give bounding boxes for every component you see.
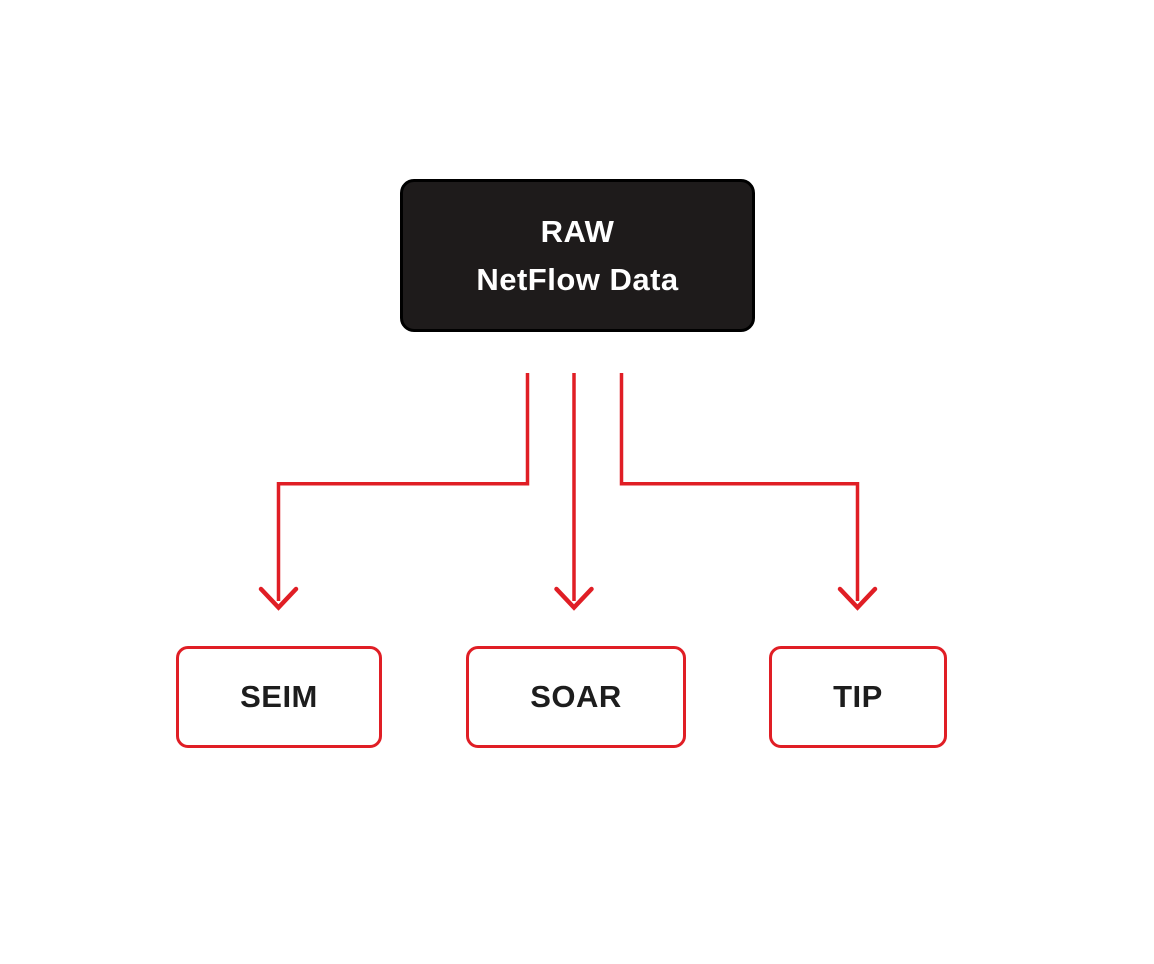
- seim-node-label: SEIM: [240, 679, 318, 714]
- arrow-root-to-tip: [619, 373, 878, 611]
- node-raw-netflow-data: RAW NetFlow Data: [400, 179, 755, 332]
- tip-node-label: TIP: [833, 679, 883, 714]
- arrow-root-to-seim: [258, 373, 530, 611]
- node-soar: SOAR: [466, 646, 686, 748]
- arrow-root-to-soar: [554, 373, 594, 611]
- node-seim: SEIM: [176, 646, 382, 748]
- node-tip: TIP: [769, 646, 947, 748]
- root-node-label-line1: RAW: [540, 213, 615, 249]
- soar-node-label: SOAR: [530, 679, 622, 714]
- root-node-label-line2: NetFlow Data: [476, 261, 679, 297]
